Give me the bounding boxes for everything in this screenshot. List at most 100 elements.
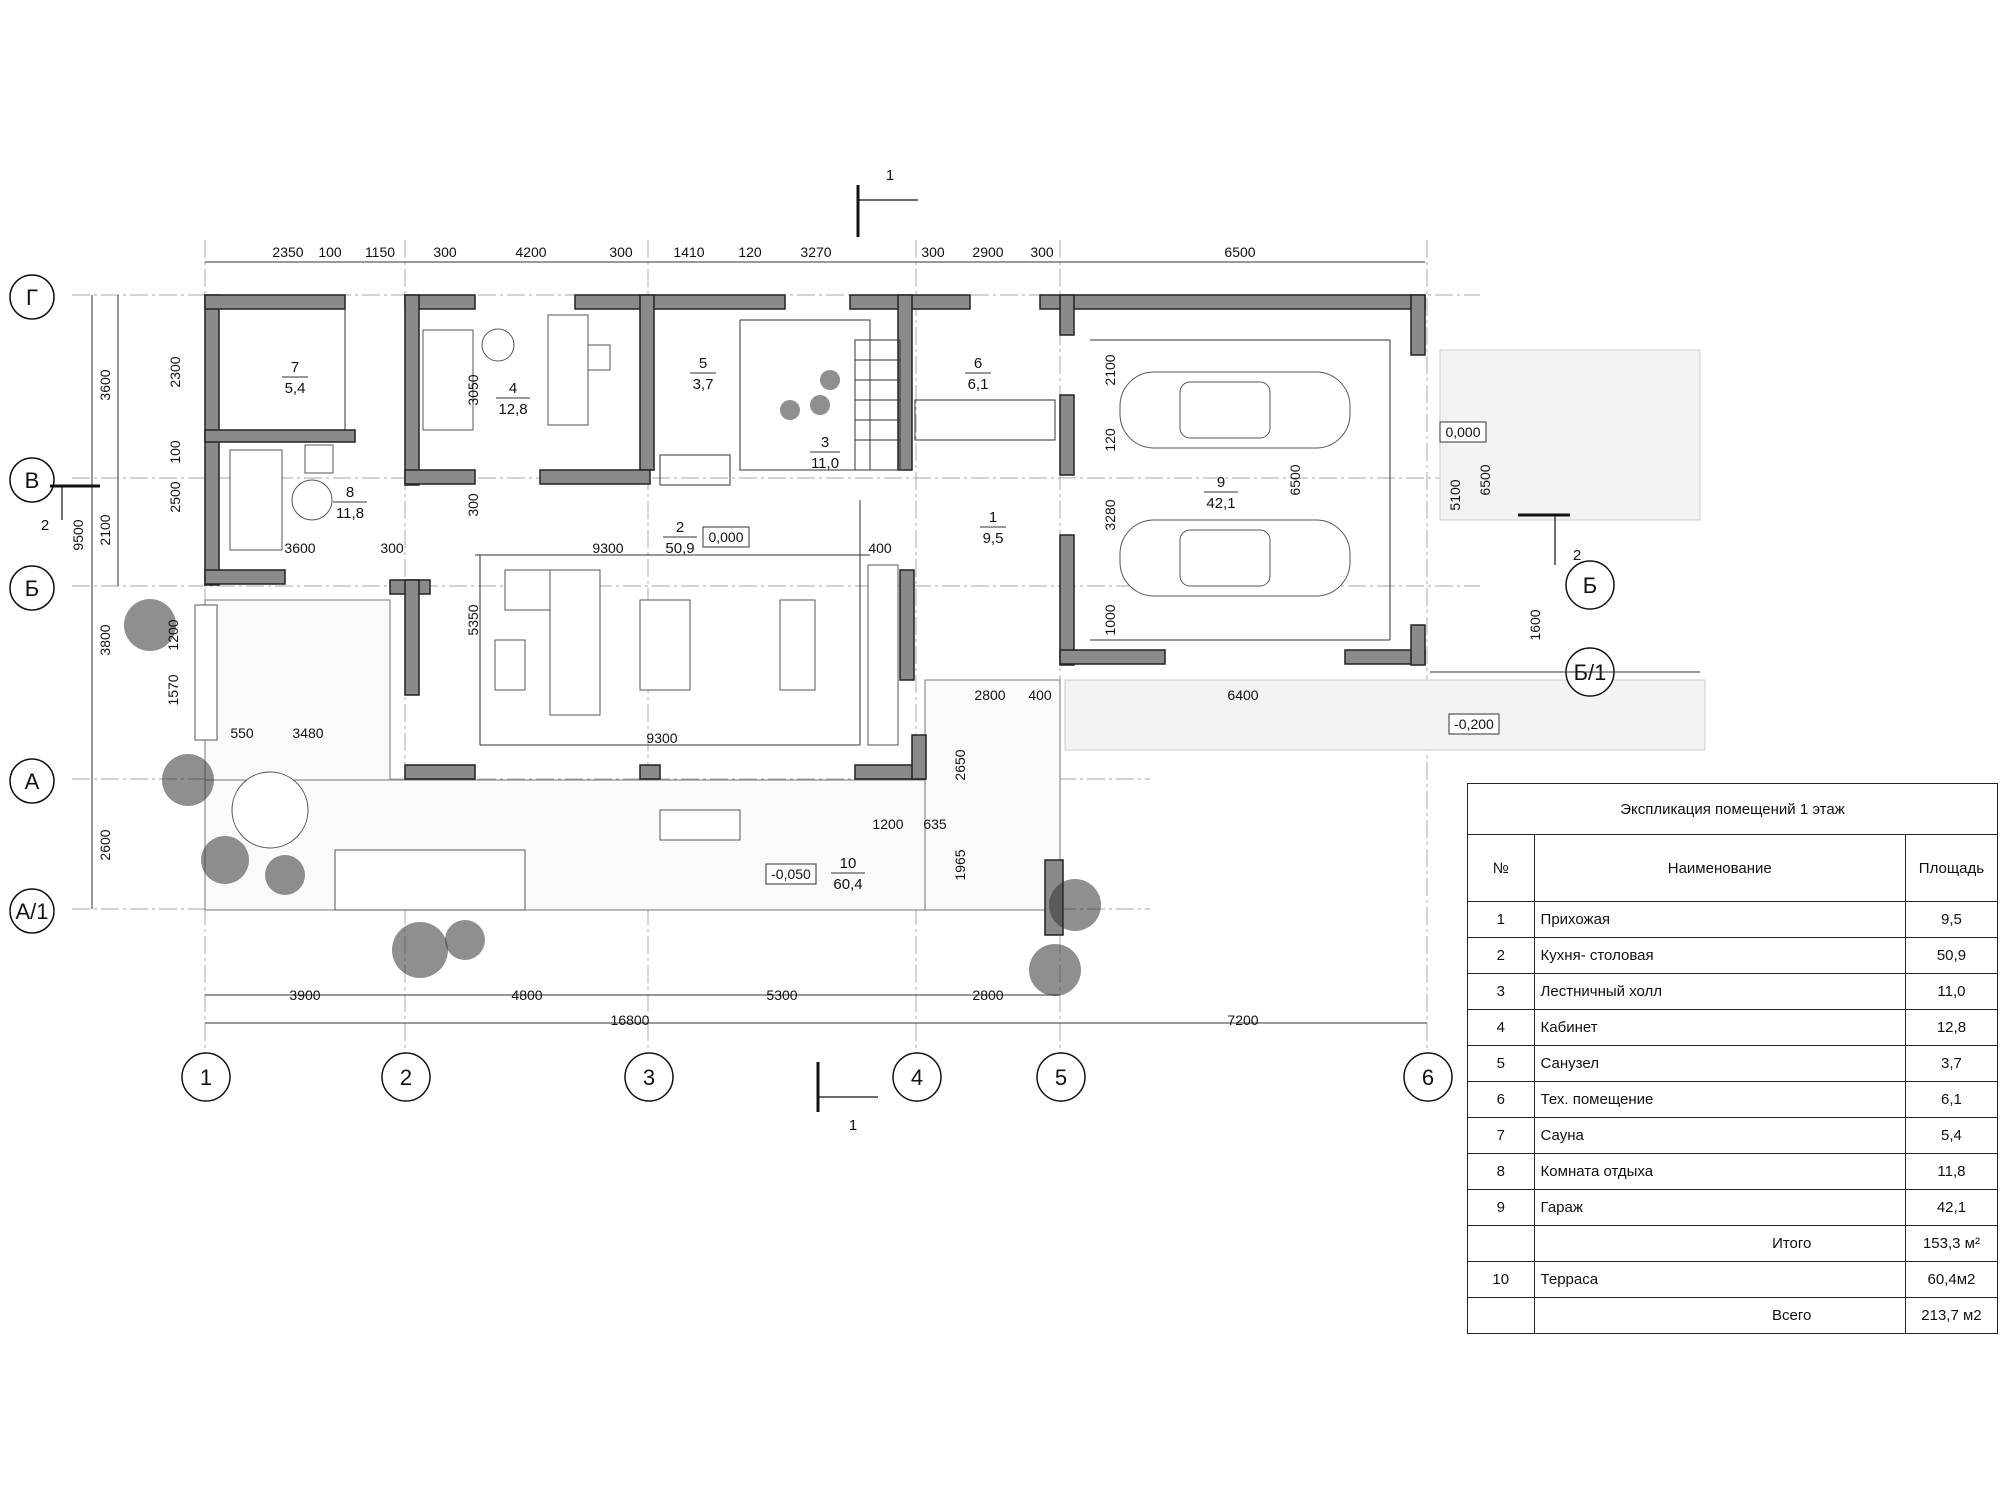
- axis-label: Г: [26, 285, 38, 310]
- axis-label: А/1: [15, 899, 48, 924]
- svg-text:60,4: 60,4: [833, 876, 862, 893]
- section-label: 2: [1573, 547, 1581, 564]
- axis-label: А: [25, 769, 40, 794]
- section-marks: 1 1 2 2: [41, 167, 1581, 1134]
- dimension: 2800: [972, 987, 1003, 1003]
- dimension: 6500: [1287, 464, 1303, 495]
- svg-text:42,1: 42,1: [1206, 495, 1235, 512]
- axis-markers: Г В Б А А/1 1 2 3 4 5 6 Б Б/1: [9, 274, 1700, 1102]
- level-marks: 0,000 0,000 -0,200 -0,050: [702, 421, 1500, 885]
- dimension: 1965: [952, 849, 968, 880]
- room-label: 1 9,5: [980, 509, 1006, 547]
- interior-dimensions: 3600 300 9300 400 9300 550 3480 1200 157…: [165, 354, 1543, 880]
- dimension: 3480: [292, 725, 323, 741]
- dimension: 100: [318, 244, 342, 260]
- dimension: 1000: [1102, 604, 1118, 635]
- paving: [1064, 349, 1706, 751]
- svg-text:2: 2: [676, 519, 684, 536]
- svg-text:5: 5: [699, 355, 707, 372]
- level-mark: 0,000: [708, 529, 743, 545]
- dimension: 1570: [165, 674, 181, 705]
- svg-text:3,7: 3,7: [693, 376, 714, 393]
- room-label: 9 42,1: [1204, 474, 1238, 512]
- dimension: 120: [1102, 428, 1118, 452]
- dimension: 300: [380, 540, 404, 556]
- dimension: 3050: [465, 374, 481, 405]
- table-header-area: Площадь: [1904, 834, 1999, 902]
- dimension: 3270: [800, 244, 831, 260]
- left-dimensions: 3600 9500 3800 2600 2300 100 2500 2100: [70, 356, 183, 860]
- room-labels: 7 5,4 4 12,8 5 3,7 6 6,1 3 11,0 8 11,8: [282, 355, 1238, 893]
- dimension: 4800: [511, 987, 542, 1003]
- axis-label: 6: [1422, 1065, 1434, 1090]
- dimension: 1200: [872, 816, 903, 832]
- axis-label: Б: [25, 576, 39, 601]
- bottom-dimensions: 3900 4800 5300 2800 16800 7200: [289, 987, 1258, 1028]
- axis-label: 1: [200, 1065, 212, 1090]
- dimension: 300: [465, 493, 481, 517]
- dimension: 2650: [952, 749, 968, 780]
- dimension: 3280: [1102, 499, 1118, 530]
- dimension: 9500: [70, 519, 86, 550]
- furniture: [194, 314, 899, 911]
- dimension: 550: [230, 725, 254, 741]
- dimension: 2350: [272, 244, 303, 260]
- svg-text:11,0: 11,0: [811, 455, 839, 472]
- plant-icon: [124, 370, 1101, 996]
- table-header-name: Наименование: [1533, 834, 1906, 902]
- room-schedule-table: Экспликация помещений 1 этаж № Наименова…: [1467, 783, 1999, 1334]
- room-label: 4 12,8: [496, 380, 530, 418]
- car-icon: [1119, 371, 1351, 449]
- axis-label: 3: [643, 1065, 655, 1090]
- dimension: 2800: [974, 687, 1005, 703]
- room-label: 7 5,4: [282, 359, 308, 397]
- dimension: 3600: [97, 369, 113, 400]
- dimension-lines: [91, 261, 1427, 1024]
- section-label: 2: [41, 517, 49, 534]
- dimension: 16800: [611, 1012, 650, 1028]
- svg-text:50,9: 50,9: [665, 540, 694, 557]
- axis-label: 2: [400, 1065, 412, 1090]
- svg-text:10: 10: [840, 855, 857, 872]
- dimension: 3600: [284, 540, 315, 556]
- room-label: 6 6,1: [965, 355, 991, 393]
- section-label: 1: [886, 167, 894, 184]
- dimension: 2600: [97, 829, 113, 860]
- dimension: 400: [868, 540, 892, 556]
- dimension: 2100: [97, 514, 113, 545]
- dimension: 1600: [1527, 609, 1543, 640]
- dimension: 9300: [592, 540, 623, 556]
- section-label: 1: [849, 1117, 857, 1134]
- svg-text:1: 1: [989, 509, 997, 526]
- walls: [204, 294, 1426, 936]
- svg-text:3: 3: [821, 434, 829, 451]
- svg-text:12,8: 12,8: [498, 401, 527, 418]
- dimension: 5300: [766, 987, 797, 1003]
- dimension: 1150: [365, 244, 395, 260]
- table-title: Экспликация помещений 1 этаж: [1467, 783, 1998, 835]
- dimension: 6500: [1477, 464, 1493, 495]
- svg-text:8: 8: [346, 484, 354, 501]
- axis-label: 5: [1055, 1065, 1067, 1090]
- svg-text:9,5: 9,5: [983, 530, 1004, 547]
- dimension: 2500: [167, 481, 183, 512]
- level-mark: -0,200: [1454, 716, 1494, 732]
- table-header-num: №: [1467, 834, 1535, 902]
- dimension: 300: [433, 244, 457, 260]
- terrace-deck: [204, 599, 1061, 911]
- dimension: 300: [921, 244, 945, 260]
- car-icon: [1119, 519, 1351, 597]
- room-label: 3 11,0: [810, 434, 840, 472]
- dimension: 1410: [673, 244, 704, 260]
- dimension: 120: [738, 244, 762, 260]
- axis-label: Б: [1583, 573, 1597, 598]
- dimension: 2900: [972, 244, 1003, 260]
- svg-text:9: 9: [1217, 474, 1225, 491]
